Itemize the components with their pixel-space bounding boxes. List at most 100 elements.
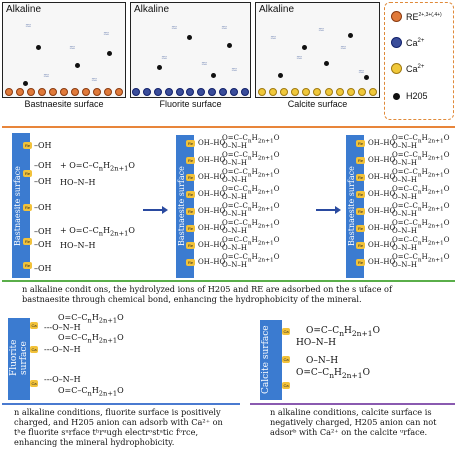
carbonyl-group: O=C–CnH2n+1O bbox=[392, 168, 450, 179]
carbonyl-group: O=C–CnH2n+1O bbox=[222, 253, 280, 264]
carbonyl-group: O=C–CnH2n+1O bbox=[222, 219, 280, 230]
hydrogen-bond: OH–HO bbox=[198, 241, 226, 249]
squiggle-icon: ≈ bbox=[43, 71, 50, 80]
calcite-caption: n alkaline conditions, calcite surface i… bbox=[270, 407, 437, 437]
hydrogen-bond: OH–HO bbox=[198, 173, 226, 181]
hydrogen-bond: OH–HO bbox=[368, 190, 396, 198]
fluorite-carbonyl: O=C–CnH2n+1O bbox=[58, 313, 124, 325]
squiggle-icon: ≈ bbox=[231, 65, 238, 74]
hydroxyl: –OH bbox=[34, 161, 52, 170]
re-site: Re bbox=[186, 174, 195, 181]
divider-purple bbox=[250, 403, 455, 405]
hydroxyl: –OH bbox=[34, 141, 52, 150]
squiggle-icon: ≈ bbox=[221, 23, 228, 32]
re-site: Re bbox=[356, 174, 365, 181]
re-site: Re bbox=[186, 259, 195, 266]
re-ion-icon bbox=[391, 11, 402, 22]
ca-ion-row-calcite bbox=[256, 87, 379, 97]
calcite-alkaline-panel: Alkaline ≈ ≈ ≈ ≈ ≈ bbox=[255, 2, 380, 98]
fluorite-surface-label: Fluorite surface bbox=[9, 339, 29, 377]
h205-hydroxamate-top: HO–N–H bbox=[60, 178, 96, 187]
ca-site: Ca bbox=[30, 322, 38, 329]
hydroxyl: –OH bbox=[34, 203, 52, 212]
hydroxamate-group: O–N–H bbox=[392, 193, 417, 201]
hydroxyl: –OH bbox=[34, 264, 52, 273]
squiggle-icon: ≈ bbox=[69, 43, 76, 52]
hydrogen-bond: OH–HO bbox=[368, 139, 396, 147]
h205-dot-icon bbox=[393, 92, 400, 100]
fluorite-surface-label: Fluorite surface bbox=[159, 99, 222, 109]
divider-green bbox=[2, 280, 455, 282]
hydroxyl: –OH bbox=[34, 227, 52, 236]
hydrogen-bond: OH–HO bbox=[198, 207, 226, 215]
ca-site: Ca bbox=[30, 380, 38, 387]
reaction-arrow-2 bbox=[316, 206, 341, 214]
carbonyl-group: O=C–CnH2n+1O bbox=[222, 202, 280, 213]
divider-blue bbox=[2, 403, 240, 405]
re-site: Re bbox=[23, 204, 32, 211]
panel-title: Alkaline bbox=[6, 4, 42, 15]
hydroxamate-group: O–N–H bbox=[392, 210, 417, 218]
re-site: Re bbox=[23, 170, 32, 177]
ca-site: Ca bbox=[282, 382, 290, 389]
hydroxamate-group: O–N–H bbox=[222, 142, 247, 150]
squiggle-icon: ≈ bbox=[25, 21, 32, 30]
re-site: Re bbox=[356, 225, 365, 232]
squiggle-icon: ≈ bbox=[171, 23, 178, 32]
h205-dot bbox=[23, 81, 28, 86]
fluorite-bond: ---O–N–H bbox=[44, 375, 81, 384]
carbonyl-group: O=C–CnH2n+1O bbox=[222, 134, 280, 145]
fluorite-carbonyl: O=C–CnH2n+1O bbox=[58, 333, 124, 345]
hydroxamate-group: O–N–H bbox=[392, 227, 417, 235]
re-site: Re bbox=[356, 140, 365, 147]
legend-item-re: RE2+,3+(,4+) bbox=[391, 11, 442, 22]
h205-dot bbox=[348, 33, 353, 38]
hydroxamate-group: O–N–H bbox=[222, 261, 247, 269]
hydrogen-bond: OH–HO bbox=[368, 258, 396, 266]
h205-dot bbox=[75, 63, 80, 68]
bastnaesite-alkaline-panel: Alkaline ≈ ≈ ≈ ≈ ≈ bbox=[2, 2, 126, 98]
divider-orange bbox=[2, 126, 455, 128]
fluorite-block bbox=[8, 318, 30, 400]
hydroxamate-group: O–N–H bbox=[392, 261, 417, 269]
h205-dot bbox=[278, 73, 283, 78]
calcite-carbonyl: O=C–CnH2n+1O bbox=[306, 326, 380, 338]
fluorite-alkaline-panel: Alkaline ≈ ≈ ≈ ≈ ≈ bbox=[130, 2, 251, 98]
hydroxyl: –OH bbox=[34, 240, 52, 249]
h205-dot bbox=[36, 45, 41, 50]
hydrogen-bond: OH–HO bbox=[368, 224, 396, 232]
hydrogen-bond: OH–HO bbox=[198, 156, 226, 164]
squiggle-icon: ≈ bbox=[201, 59, 208, 68]
fluorite-bond: ---O–N–H bbox=[44, 323, 81, 332]
squiggle-icon: ≈ bbox=[161, 53, 168, 62]
h205-molecule-top: + O=C–CnH2n+1O bbox=[60, 161, 135, 173]
carbonyl-group: O=C–CnH2n+1O bbox=[222, 151, 280, 162]
carbonyl-group: O=C–CnH2n+1O bbox=[222, 236, 280, 247]
re-site: Re bbox=[186, 225, 195, 232]
hydrogen-bond: OH–HO bbox=[198, 258, 226, 266]
hydroxamate-group: O–N–H bbox=[222, 210, 247, 218]
fluorite-bond: ---O–N–H bbox=[44, 345, 81, 354]
legend-item-ca-fluorite: Ca2+ bbox=[391, 37, 424, 48]
squiggle-icon: ≈ bbox=[91, 75, 98, 84]
carbonyl-group: O=C–CnH2n+1O bbox=[222, 168, 280, 179]
re-site: Re bbox=[23, 142, 32, 149]
re-site: Re bbox=[356, 191, 365, 198]
calcite-hydroxamate: O–N–H bbox=[306, 356, 339, 366]
ca-site: Ca bbox=[282, 328, 290, 335]
ca-ion-icon bbox=[391, 63, 402, 74]
h205-dot bbox=[157, 65, 162, 70]
squiggle-icon: ≈ bbox=[103, 29, 110, 38]
panel-title: Alkaline bbox=[259, 4, 295, 15]
calcite-carbonyl: O=C–CnH2n+1O bbox=[296, 368, 370, 380]
hydroxamate-group: O–N–H bbox=[392, 159, 417, 167]
h205-hydroxamate-bottom: HO–N–H bbox=[60, 241, 96, 250]
squiggle-icon: ≈ bbox=[358, 67, 365, 76]
squiggle-icon: ≈ bbox=[318, 25, 325, 34]
carbonyl-group: O=C–CnH2n+1O bbox=[392, 236, 450, 247]
re-site: Re bbox=[356, 208, 365, 215]
hydroxamate-group: O–N–H bbox=[222, 159, 247, 167]
ca-site: Ca bbox=[282, 356, 290, 363]
re-site: Re bbox=[186, 208, 195, 215]
hydroxyl: –OH bbox=[34, 177, 52, 186]
